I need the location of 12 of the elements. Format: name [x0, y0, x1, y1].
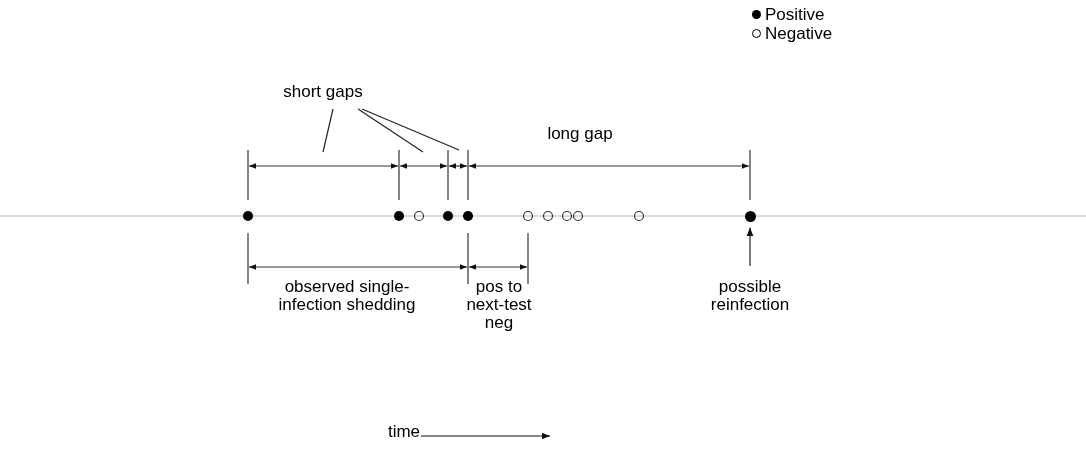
dimension-label: long gap [546, 125, 614, 143]
leader-line [322, 108, 334, 153]
axis-label: time [386, 423, 422, 441]
leader-line [357, 108, 424, 153]
dimension-label: pos to next-test neg [465, 278, 533, 332]
callout-label: short gaps [283, 83, 363, 101]
callout-label: possible reinfection [680, 278, 820, 314]
legend-label: Negative [765, 24, 833, 43]
leader-line [361, 108, 460, 151]
arrow [746, 226, 754, 267]
legend-label: Positive [765, 6, 825, 24]
dimension-label: observed single-infection shedding [277, 278, 417, 314]
